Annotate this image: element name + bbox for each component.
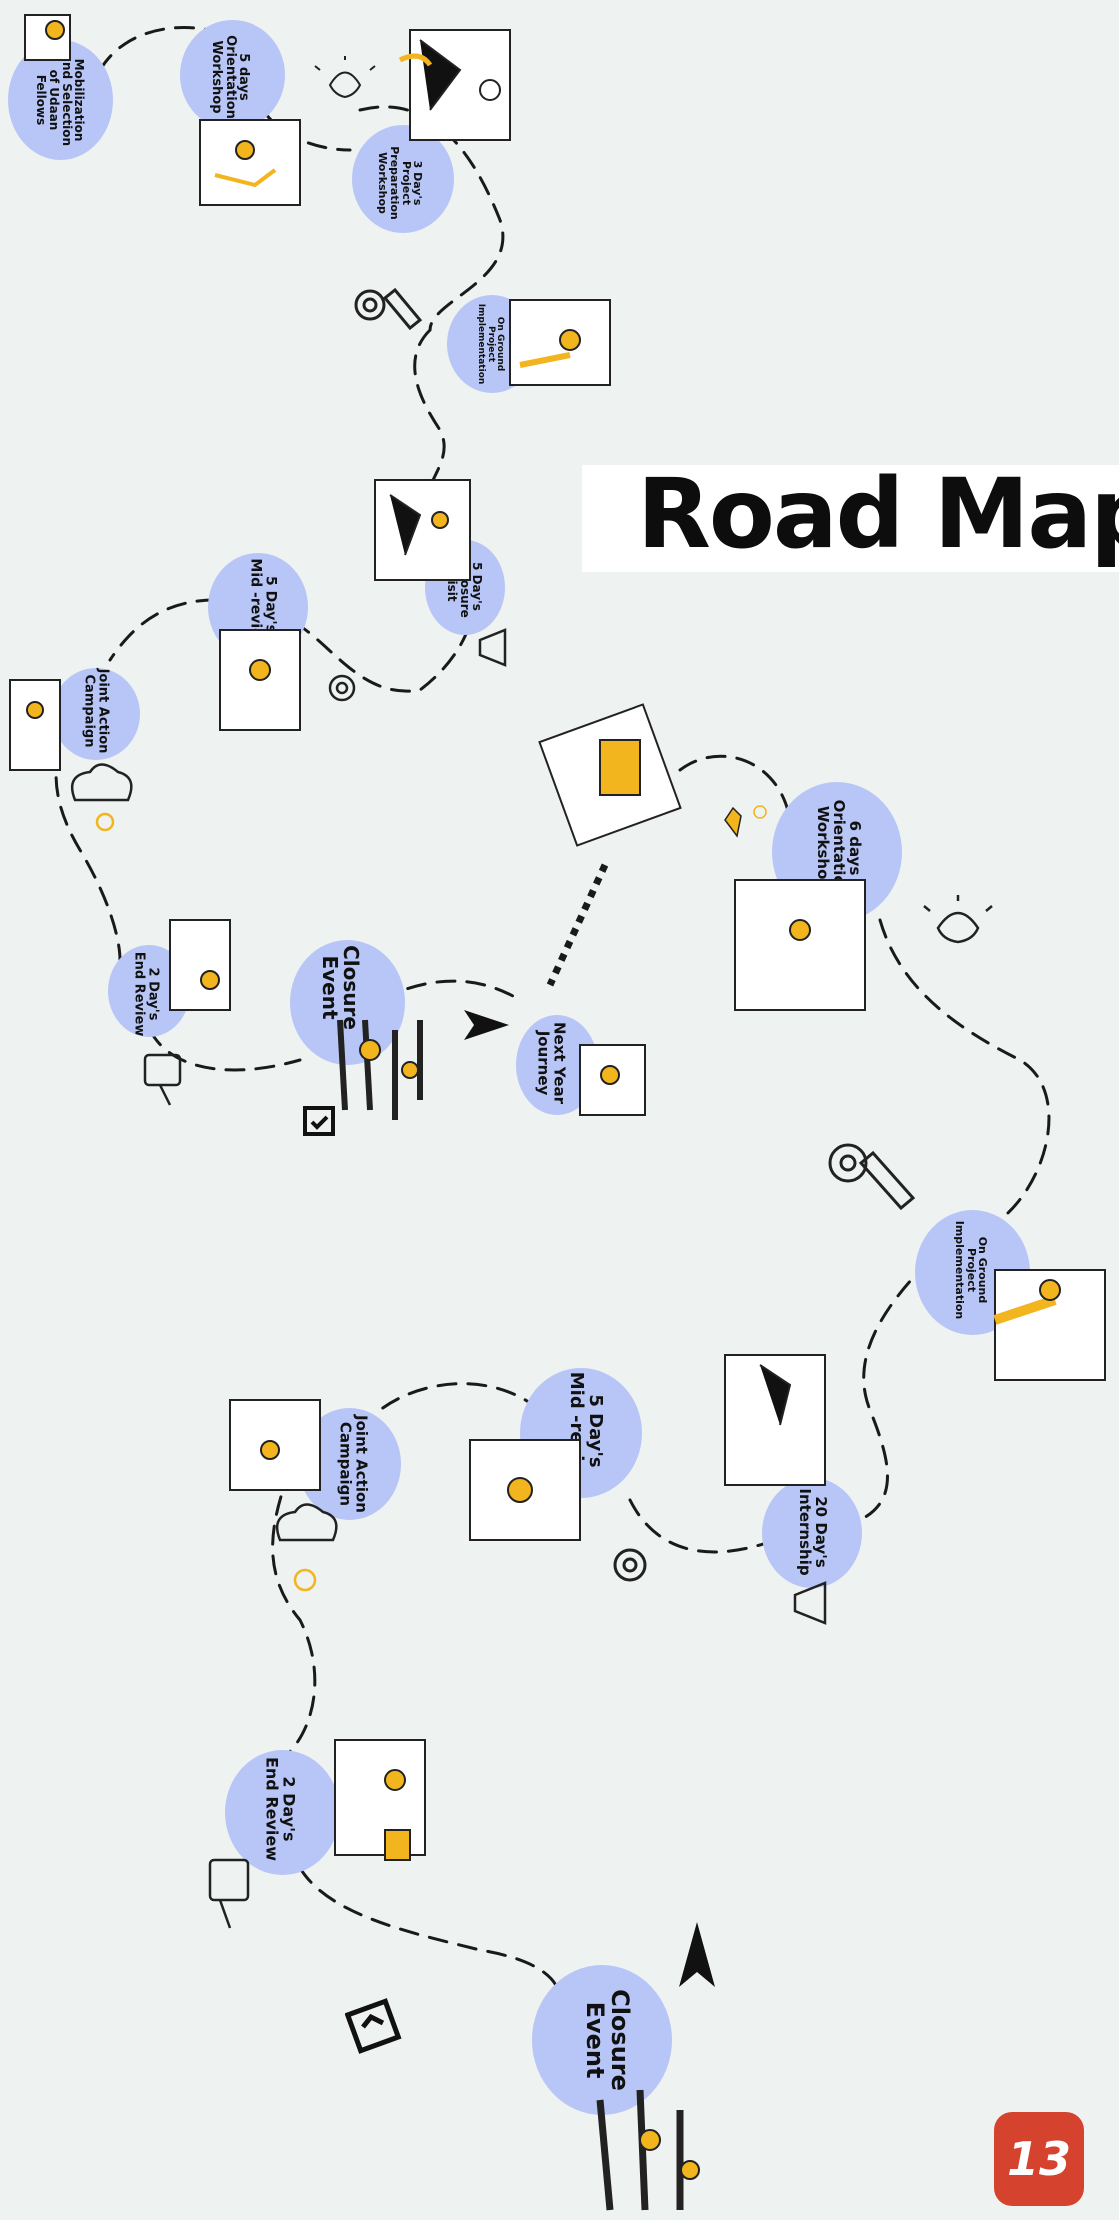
milestone-label: 5 Day's Mid -review [566,1371,606,1491]
lightbulb-icon [724,805,767,838]
milestone-label: Joint Action Campaign [81,668,111,754]
milestone-label: On Ground Project Implementation [476,303,506,385]
lightbulb-icon [314,56,376,99]
cloud-icon [70,763,133,832]
milestone-blob [52,668,140,760]
milestone-blob [352,125,454,233]
chat-bubble-icon [143,1053,182,1106]
paper-plane-icon [679,1922,715,1987]
milestone-blob [762,1478,862,1588]
megaphone-icon [478,628,507,667]
milestone-label: 2 Day's End Review [131,951,161,1037]
pencil-icon [828,1143,916,1211]
cloud-icon [275,1503,338,1592]
milestone-label: 3 Day's Project Preparation Workshop [376,146,425,220]
milestone-label: Closure Event [318,945,364,1030]
milestone-label: 5 days Orientation Workshop [209,35,252,119]
title-background [582,465,1119,572]
calendar-check-icon [303,1106,335,1136]
milestone-label: 6 days Orientation Workshop [814,799,864,897]
milestone-label: 2 Day's End Review [262,1756,299,1862]
page-title: Road Map [637,458,1119,570]
paper-plane-icon [464,1010,509,1040]
milestone-blob [180,20,285,130]
milestone-label: Next Year Journey [534,1022,569,1104]
lightbulb-icon [923,895,993,944]
gear-icon [328,674,356,702]
calendar-check-icon [345,1998,402,2054]
milestone-label: 5 Day's Mid -review [248,558,279,651]
gear-icon [354,287,423,331]
milestone-label: Mobilization and Selection of Udaan Fell… [34,53,87,147]
milestone-blob [225,1750,340,1875]
gear-icon [613,1548,647,1582]
milestone-label: On Ground Project Implementation [953,1220,990,1320]
page-number-badge: 13 [994,2112,1084,2206]
milestone-label: Closure Event [581,1989,635,2091]
megaphone-icon [793,1581,827,1625]
chat-bubble-icon [208,1858,250,1929]
